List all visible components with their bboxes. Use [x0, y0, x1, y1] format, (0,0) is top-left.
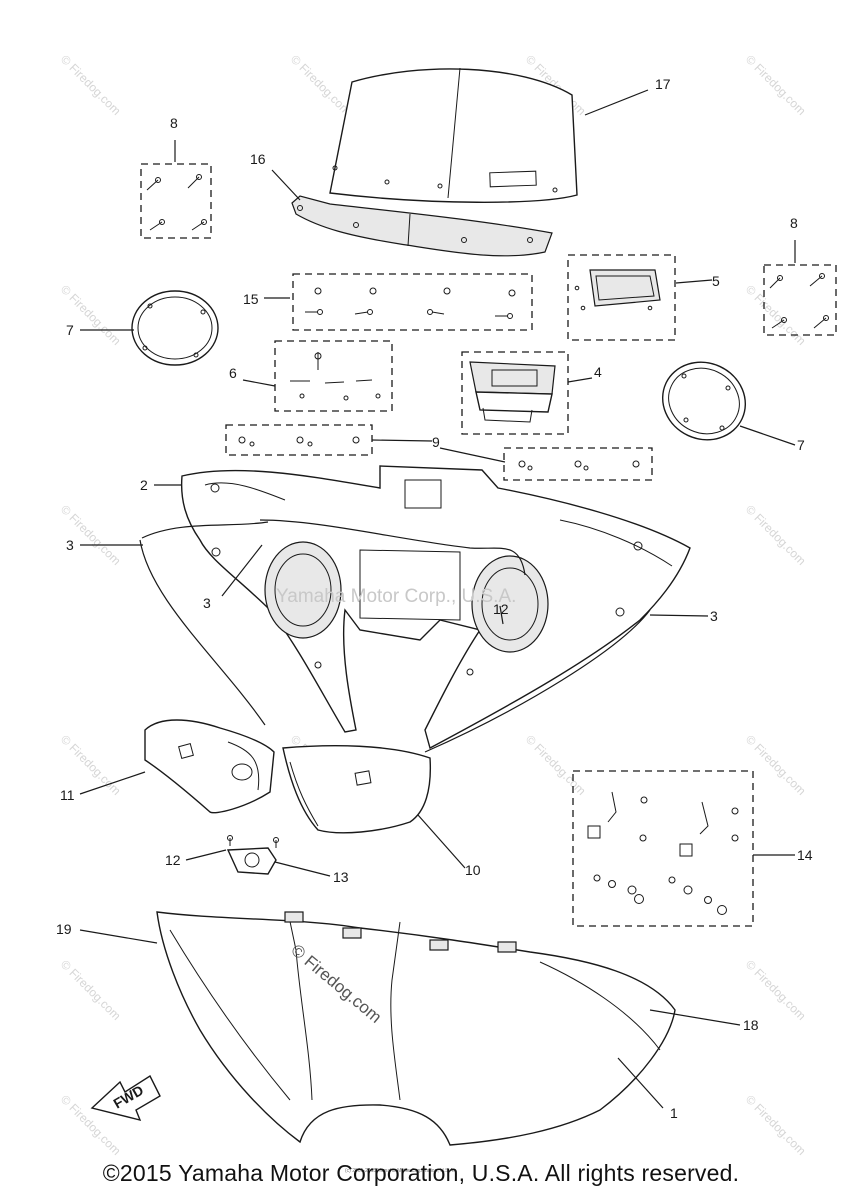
callout-3-left: 3 [66, 537, 74, 553]
nut-kit-right [503, 447, 653, 481]
watermark: © Firedog.com [743, 52, 809, 118]
leader-lines [79, 89, 796, 1109]
watermark: © Firedog.com [58, 502, 124, 568]
callout-numbers: 17 16 8 8 5 15 7 6 4 7 9 2 3 3 3 12 11 1… [56, 76, 813, 1121]
callout-4: 4 [594, 364, 602, 380]
callout-18: 18 [743, 1017, 759, 1033]
watermark: © Firedog.com [58, 52, 124, 118]
callout-5: 5 [712, 273, 720, 289]
callout-19: 19 [56, 921, 72, 937]
callout-9: 9 [432, 434, 440, 450]
watermark: © Firedog.com [743, 957, 809, 1023]
callout-11: 11 [60, 787, 75, 803]
watermark: © Firedog.com [58, 282, 124, 348]
watermark: © Firedog.com [288, 52, 354, 118]
callout-12-upper: 12 [493, 601, 509, 617]
fastener-kit-right [763, 264, 837, 336]
lower-panel-left [144, 719, 275, 814]
watermark: © Firedog.com [58, 957, 124, 1023]
inner-fairing [180, 465, 691, 750]
fwd-arrow-icon: FWD [90, 1074, 161, 1122]
speaker-ring-left [131, 290, 219, 366]
watermark: © Firedog.com [743, 282, 809, 348]
speaker-ring-right [661, 361, 747, 441]
callout-1: 1 [670, 1105, 678, 1121]
callout-7-left: 7 [66, 322, 74, 338]
watermark: © Firedog.com [743, 502, 809, 568]
callout-16: 16 [250, 151, 266, 167]
callout-15: 15 [243, 291, 259, 307]
meter-bracket [461, 351, 569, 435]
callout-2: 2 [140, 477, 148, 493]
callout-6: 6 [229, 365, 237, 381]
callout-7-right: 7 [797, 437, 805, 453]
fastener-kit-left [140, 163, 212, 239]
callout-3-mid: 3 [203, 595, 211, 611]
watermark: © Firedog.com [743, 1092, 809, 1158]
callout-13: 13 [333, 869, 349, 885]
callout-8-left: 8 [170, 115, 178, 131]
callout-12-lower: 12 [165, 852, 181, 868]
callout-8-right: 8 [790, 215, 798, 231]
bolt-kit [274, 340, 393, 412]
callout-17: 17 [655, 76, 671, 92]
watermark-mid: Yamaha Motor Corp., U.S.A. [276, 586, 516, 607]
callout-14: 14 [797, 847, 813, 863]
windshield [329, 67, 578, 203]
seal-strips [139, 519, 651, 753]
screw-kit [292, 273, 533, 331]
lower-panel-right [282, 745, 432, 834]
nut-kit-left [225, 424, 373, 456]
callout-3-right: 3 [710, 608, 718, 624]
outer-fairing [156, 911, 676, 1146]
meter-display [567, 254, 676, 341]
hardware-kit [572, 770, 754, 927]
speaker-bracket [226, 835, 279, 875]
windshield-trim [291, 195, 553, 257]
small-print: (c) 2005-2015 Yamaha Motor Corporation, … [345, 1168, 455, 1174]
copyright-footer: ©2015 Yamaha Motor Corporation, U.S.A. A… [102, 1160, 740, 1186]
callout-10: 10 [465, 862, 481, 878]
watermark: © Firedog.com [523, 732, 589, 798]
